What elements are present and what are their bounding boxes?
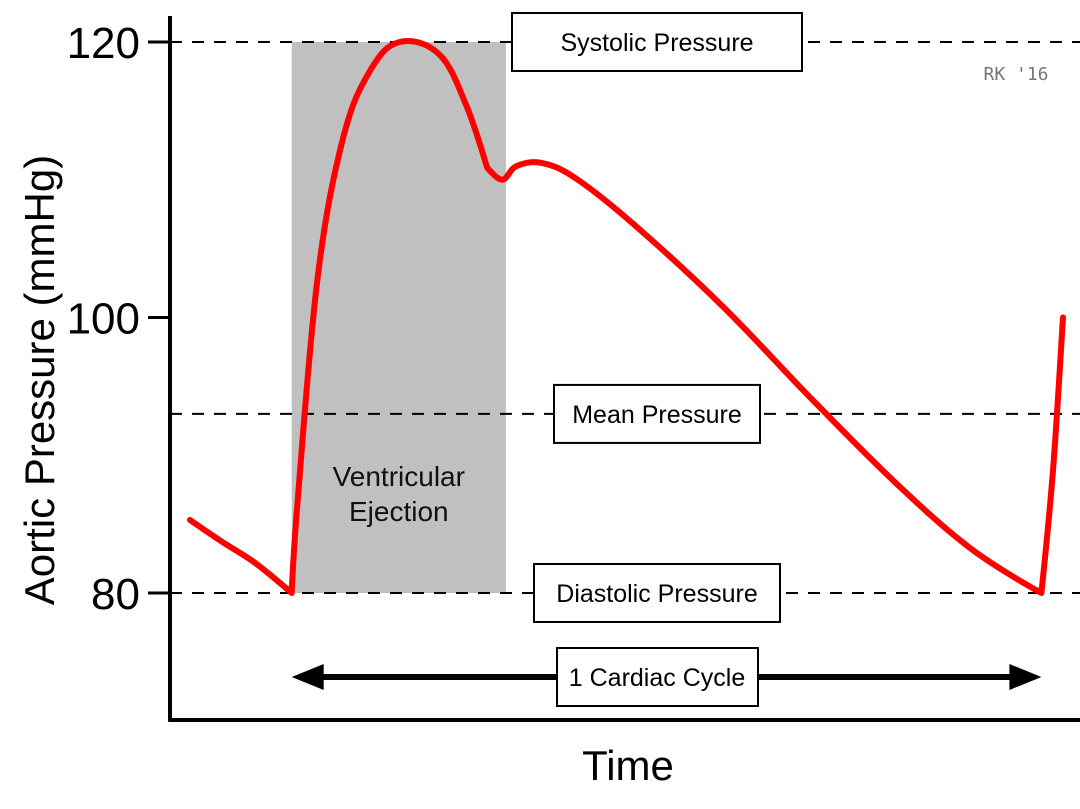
cardiac-cycle-arrow-right bbox=[1009, 664, 1042, 690]
ventricular-ejection-label: Ventricular bbox=[333, 461, 465, 492]
ventricular-ejection-label: Ejection bbox=[349, 496, 449, 527]
y-tick-label: 100 bbox=[67, 295, 140, 344]
diastolic-pressure-box bbox=[533, 563, 781, 623]
aortic-pressure-curve bbox=[187, 38, 1066, 596]
cardiac-cycle-arrow-left bbox=[291, 664, 324, 690]
y-tick-label: 120 bbox=[67, 19, 140, 68]
systolic-pressure-label: Systolic Pressure bbox=[560, 29, 753, 57]
x-axis-title: Time bbox=[582, 742, 674, 789]
systolic-pressure-box bbox=[511, 12, 803, 72]
cardiac-cycle-box bbox=[556, 647, 759, 707]
cardiac-cycle-label: 1 Cardiac Cycle bbox=[569, 664, 745, 692]
y-tick-label: 80 bbox=[91, 570, 140, 619]
ventricular-ejection-region bbox=[291, 42, 506, 593]
author-credit: RK '16 bbox=[983, 64, 1048, 85]
y-axis-title: Aortic Pressure (mmHg) bbox=[16, 155, 63, 605]
mean-pressure-box bbox=[553, 383, 761, 444]
mean-pressure-label: Mean Pressure bbox=[572, 401, 742, 429]
diastolic-pressure-label: Diastolic Pressure bbox=[556, 580, 757, 608]
